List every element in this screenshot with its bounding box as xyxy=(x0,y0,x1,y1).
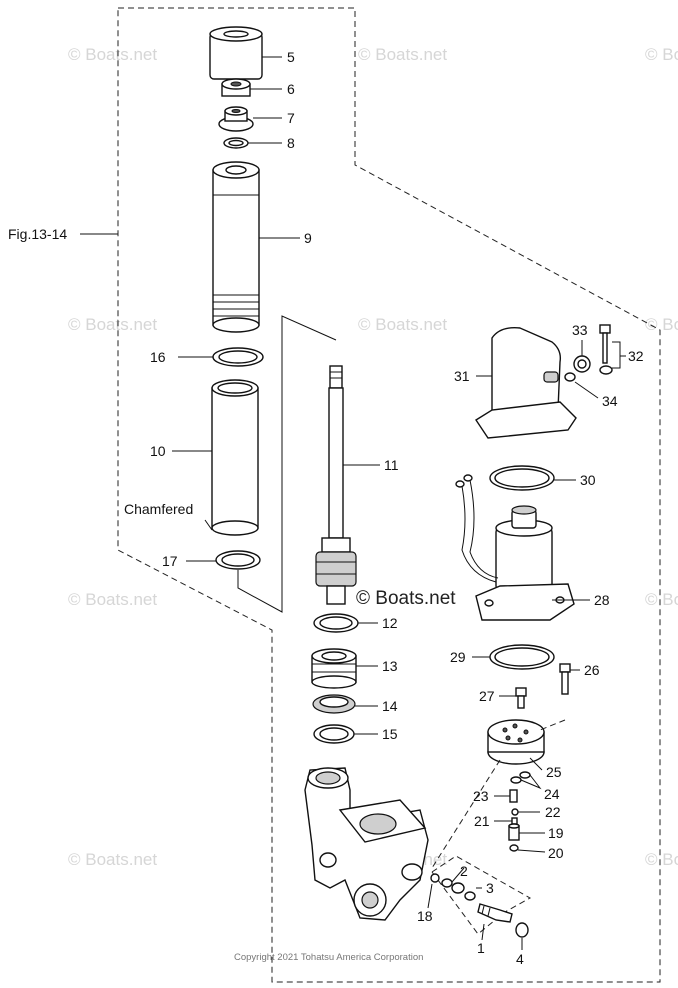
part-23-spring xyxy=(509,789,518,803)
part-9-cylinder xyxy=(212,161,260,333)
callout-21: 21 xyxy=(474,813,490,829)
callout-11: 11 xyxy=(384,457,399,473)
callout-14: 14 xyxy=(382,698,398,714)
part-27-plug xyxy=(515,687,527,709)
callout-6: 6 xyxy=(287,81,295,97)
leader-lines xyxy=(172,56,626,950)
callout-15: 15 xyxy=(382,726,398,742)
callout-28: 28 xyxy=(594,592,610,608)
part-32-bolt xyxy=(599,324,613,375)
chamfered-note: Chamfered xyxy=(124,501,193,517)
part-31-motor-cover xyxy=(475,327,577,439)
callout-12: 12 xyxy=(382,615,398,631)
o-ring-inner xyxy=(494,647,550,667)
assembly-link-line xyxy=(539,719,566,731)
center-watermark: © Boats.net xyxy=(356,588,456,609)
part-19-valve xyxy=(508,823,520,841)
callout-33: 33 xyxy=(572,322,588,338)
callout-10: 10 xyxy=(150,443,166,459)
part-2-o-ring xyxy=(441,878,453,888)
part-7-piston-head xyxy=(218,106,254,132)
part-26-screw xyxy=(559,663,571,695)
part-11-piston-rod xyxy=(315,365,357,605)
part-22-ball xyxy=(511,808,519,816)
copyright-notice: Copyright 2021 Tohatsu America Corporati… xyxy=(234,952,423,963)
watermark: © Boats.net xyxy=(68,590,157,609)
part-20-o-ring xyxy=(509,844,519,852)
callout-3: 3 xyxy=(486,880,494,896)
callout-5: 5 xyxy=(287,49,295,65)
leader-line xyxy=(204,519,213,531)
part-10-sleeve xyxy=(211,379,259,536)
part-25-pump xyxy=(487,719,545,765)
part-4-cap xyxy=(515,922,529,938)
part-13-piston xyxy=(311,648,357,689)
bottom-valve-group xyxy=(430,855,532,938)
watermark-layer: © Boats.net © Boats.net © Boats.net © Bo… xyxy=(68,45,678,869)
callout-1: 1 xyxy=(477,940,485,956)
callout-19: 19 xyxy=(548,825,564,841)
part-33-plug xyxy=(573,355,591,373)
part-34-o-ring xyxy=(564,372,576,382)
watermark: © Boats.net xyxy=(68,45,157,64)
part-28-motor xyxy=(455,474,575,621)
callout-18: 18 xyxy=(417,908,433,924)
callout-2: 2 xyxy=(460,863,468,879)
callout-23: 23 xyxy=(473,788,489,804)
part-18-o-ring xyxy=(430,873,440,883)
figure-reference: Fig.13-14 xyxy=(8,226,67,242)
o-ring-inner xyxy=(319,727,349,741)
callout-26: 26 xyxy=(584,662,600,678)
callout-4: 4 xyxy=(516,951,524,967)
callout-20: 20 xyxy=(548,845,564,861)
callout-31: 31 xyxy=(454,368,470,384)
watermark: © Boats.net xyxy=(645,590,678,609)
part-1-valve xyxy=(477,903,513,923)
o-ring-inner xyxy=(218,350,258,364)
o-ring-inner xyxy=(228,139,244,147)
callout-32: 32 xyxy=(628,348,644,364)
callout-8: 8 xyxy=(287,135,295,151)
watermark: © Boats.net xyxy=(645,315,678,334)
callout-16: 16 xyxy=(150,349,166,365)
callout-17: 17 xyxy=(162,553,178,569)
callout-34: 34 xyxy=(602,393,618,409)
callout-22: 22 xyxy=(545,804,561,820)
callout-labels: 5 6 7 8 9 16 10 17 11 12 13 14 15 31 33 … xyxy=(150,49,644,967)
part-24-o-ring xyxy=(519,771,531,779)
callout-13: 13 xyxy=(382,658,398,674)
part-5-cap xyxy=(209,26,263,80)
o-ring-inner xyxy=(319,616,353,630)
watermark: © Boats.net xyxy=(68,850,157,869)
base-housing xyxy=(304,767,429,921)
callout-29: 29 xyxy=(450,649,466,665)
assembly-link-line xyxy=(431,759,501,869)
assembly-link-line xyxy=(237,315,337,613)
callout-24: 24 xyxy=(544,786,560,802)
part-6-nut xyxy=(221,78,251,97)
callout-30: 30 xyxy=(580,472,596,488)
part-24-o-ring xyxy=(510,776,522,784)
part-3-o-ring xyxy=(464,891,476,901)
watermark: © Boats.net xyxy=(358,45,447,64)
o-ring-inner xyxy=(494,468,550,488)
callout-27: 27 xyxy=(479,688,495,704)
callout-9: 9 xyxy=(304,230,312,246)
callout-7: 7 xyxy=(287,110,295,126)
watermark: © Boats.net xyxy=(645,45,678,64)
watermark: © Boats.net xyxy=(358,315,447,334)
assembly-boundary xyxy=(117,7,661,983)
part-2-o-ring xyxy=(451,882,465,894)
o-ring-inner xyxy=(221,553,255,567)
callout-25: 25 xyxy=(546,764,562,780)
watermark: © Boats.net xyxy=(645,850,678,869)
watermark: © Boats.net xyxy=(68,315,157,334)
part-14-seal xyxy=(312,694,356,714)
part-21-pin xyxy=(511,817,518,825)
